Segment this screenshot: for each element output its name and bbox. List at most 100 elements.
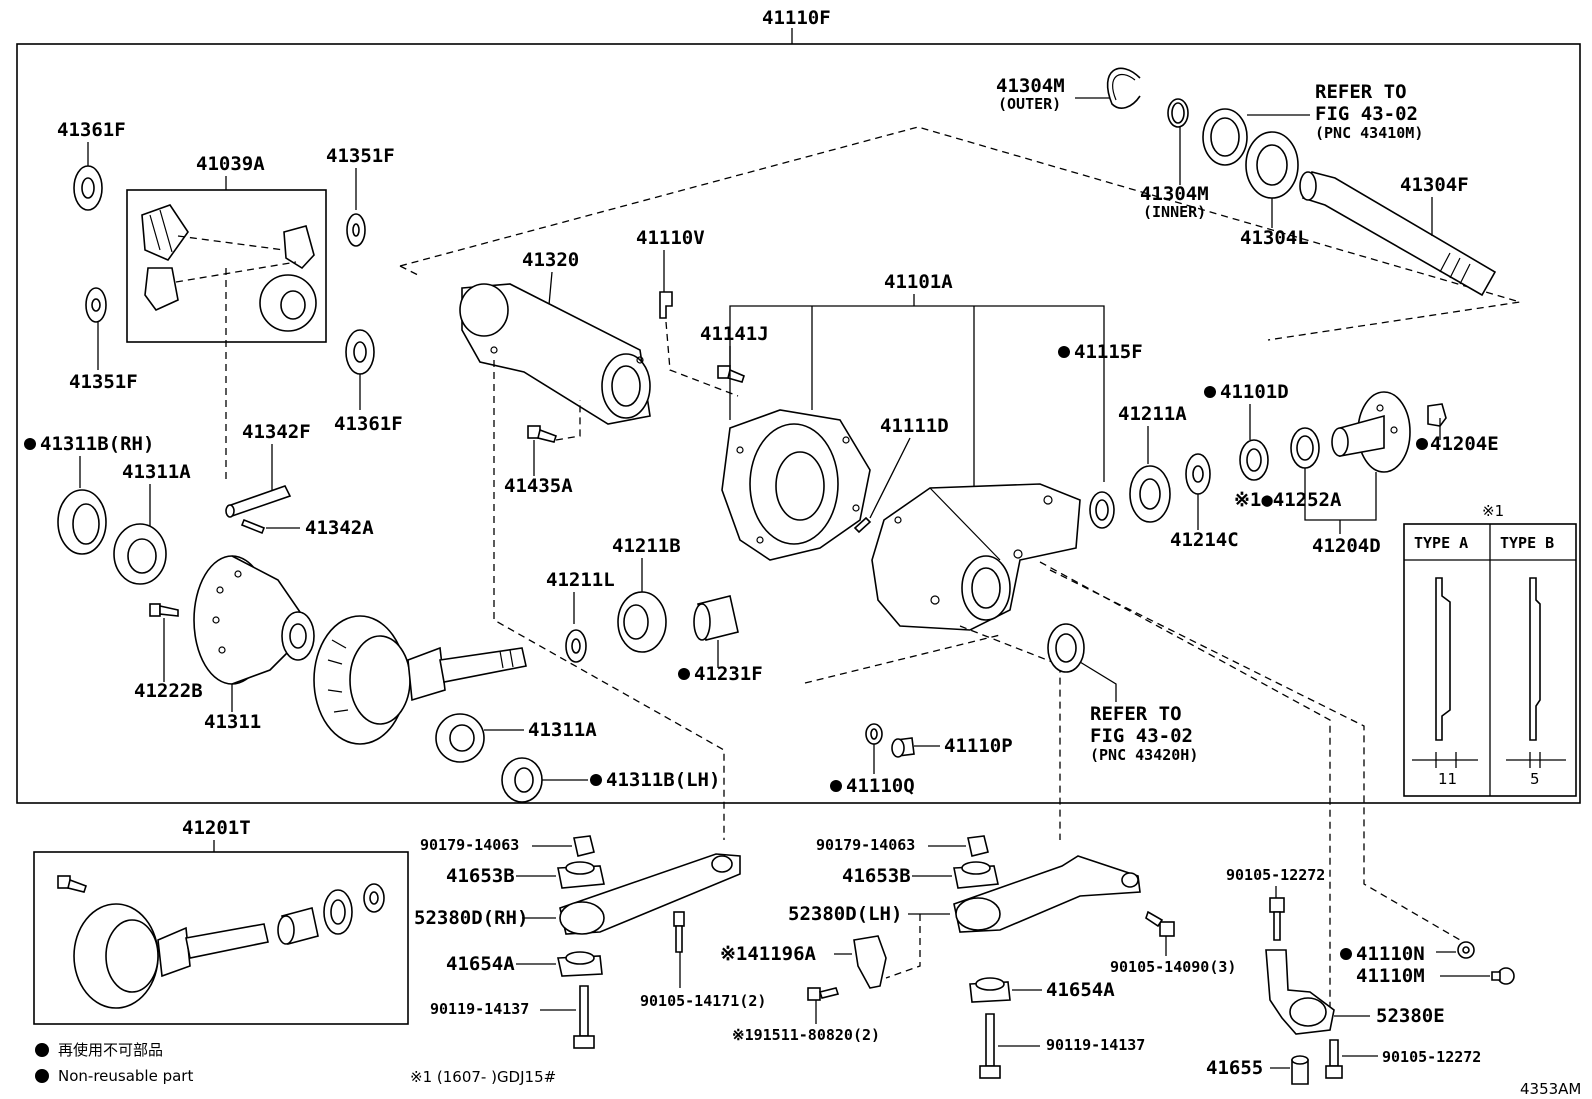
shim-41311B-rh[interactable] bbox=[57, 489, 107, 555]
label-41654A-left[interactable]: 41654A bbox=[446, 953, 515, 975]
label-41311A-bot[interactable]: 41311A bbox=[528, 719, 597, 741]
label-41342A[interactable]: 41342A bbox=[305, 517, 374, 539]
label-41204D[interactable]: 41204D bbox=[1312, 535, 1381, 557]
diff-case-41311[interactable] bbox=[193, 555, 315, 685]
plug-41110P[interactable] bbox=[891, 737, 915, 758]
thrust-washer-41361F-mid[interactable] bbox=[345, 329, 375, 375]
pin-41111D[interactable] bbox=[853, 516, 872, 534]
label-41304L[interactable]: 41304L bbox=[1240, 227, 1309, 249]
label-41304M-outer[interactable]: 41304M bbox=[996, 75, 1065, 97]
kit-ring-gear[interactable] bbox=[73, 903, 159, 1009]
label-90179-right[interactable]: 90179-14063 bbox=[816, 836, 915, 854]
label-41311B-lh[interactable]: 41311B(LH) bbox=[606, 769, 720, 791]
label-41110Q[interactable]: 41110Q bbox=[846, 775, 915, 797]
bolt-191511[interactable] bbox=[807, 987, 840, 1001]
label-41320[interactable]: 41320 bbox=[522, 249, 579, 271]
label-41231F[interactable]: 41231F bbox=[694, 663, 763, 685]
ring-gear[interactable] bbox=[313, 615, 411, 745]
label-90105-12272-top[interactable]: 90105-12272 bbox=[1226, 866, 1325, 884]
pinion-gear-2[interactable] bbox=[283, 225, 315, 270]
mount-bracket-52380D-rh[interactable] bbox=[559, 853, 741, 935]
nut-41110N[interactable] bbox=[1457, 941, 1475, 959]
drive-pinion[interactable] bbox=[407, 646, 527, 702]
label-41211L[interactable]: 41211L bbox=[546, 569, 615, 591]
label-41204E[interactable]: 41204E bbox=[1430, 433, 1499, 455]
pin-41342A[interactable] bbox=[240, 518, 266, 535]
nut-41204E[interactable] bbox=[1427, 403, 1447, 427]
label-41110M[interactable]: 41110M bbox=[1356, 965, 1425, 987]
label-41222B[interactable]: 41222B bbox=[134, 680, 203, 702]
label-41311B-rh[interactable]: 41311B(RH) bbox=[40, 433, 154, 455]
label-41101D[interactable]: 41101D bbox=[1220, 381, 1289, 403]
axle-shaft-41304F[interactable] bbox=[1299, 171, 1497, 297]
bolt-41222B[interactable] bbox=[149, 603, 179, 617]
nut-90179-right[interactable] bbox=[967, 835, 989, 857]
kit-bolt[interactable] bbox=[57, 875, 88, 893]
seal-41252A[interactable] bbox=[1290, 427, 1320, 469]
kit-seal[interactable] bbox=[323, 889, 353, 935]
label-41361F-mid[interactable]: 41361F bbox=[334, 413, 403, 435]
bearing-41211B[interactable] bbox=[617, 591, 667, 653]
bolt-41110M[interactable] bbox=[1491, 967, 1515, 985]
bolt-90119-left[interactable] bbox=[573, 985, 595, 1049]
refer-outer-line1[interactable]: REFER TO bbox=[1315, 81, 1407, 103]
kit-bearing[interactable] bbox=[277, 907, 319, 945]
label-41655[interactable]: 41655 bbox=[1206, 1057, 1263, 1079]
cushion-41654A-right[interactable] bbox=[969, 977, 1011, 1003]
thrust-washer-41351F-top[interactable] bbox=[346, 213, 366, 247]
label-52380D-lh[interactable]: 52380D(LH) bbox=[788, 903, 902, 925]
side-gear-2[interactable] bbox=[259, 274, 317, 332]
snap-ring-outer[interactable] bbox=[1106, 67, 1141, 109]
carrier-cover[interactable] bbox=[721, 409, 871, 561]
mount-52380E[interactable] bbox=[1265, 949, 1335, 1035]
bolt-90105-12272-top[interactable] bbox=[1269, 897, 1285, 941]
bolt-41141J[interactable] bbox=[717, 365, 745, 383]
cushion-41653B-left[interactable] bbox=[557, 861, 605, 889]
label-141196A[interactable]: ※141196A bbox=[720, 943, 817, 965]
refer-outer-line2[interactable]: FIG 43-02 bbox=[1315, 103, 1418, 125]
label-52380D-rh[interactable]: 52380D(RH) bbox=[414, 907, 528, 929]
washer-41211L[interactable] bbox=[565, 629, 587, 663]
label-41653B-left[interactable]: 41653B bbox=[446, 865, 515, 887]
refer-lower-line1[interactable]: REFER TO bbox=[1090, 703, 1182, 725]
bolt-90105-14090[interactable] bbox=[1145, 910, 1175, 937]
bearing-41311A-bot[interactable] bbox=[435, 713, 485, 763]
oil-seal-41115F[interactable] bbox=[1089, 491, 1115, 529]
oil-seal-41101D[interactable] bbox=[1239, 439, 1269, 481]
companion-flange-41204D[interactable] bbox=[1331, 391, 1411, 473]
label-41435A[interactable]: 41435A bbox=[504, 475, 573, 497]
label-41654A-right[interactable]: 41654A bbox=[1046, 979, 1115, 1001]
label-41351F-top[interactable]: 41351F bbox=[326, 145, 395, 167]
label-41311A-top[interactable]: 41311A bbox=[122, 461, 191, 483]
spacer-41214C[interactable] bbox=[1185, 453, 1211, 495]
label-90119-right[interactable]: 90119-14137 bbox=[1046, 1036, 1145, 1054]
label-41101A[interactable]: 41101A bbox=[884, 271, 953, 293]
bolt-90105-12272-bot[interactable] bbox=[1325, 1039, 1343, 1079]
carrier-41101A[interactable] bbox=[871, 483, 1081, 631]
label-41653B-right[interactable]: 41653B bbox=[842, 865, 911, 887]
label-41304F[interactable]: 41304F bbox=[1400, 174, 1469, 196]
spacer-41231F[interactable] bbox=[693, 595, 739, 641]
thrust-washer-41351F-bot[interactable] bbox=[85, 287, 107, 323]
cushion-41653B-right[interactable] bbox=[953, 861, 999, 889]
label-90105-14090[interactable]: 90105-14090(3) bbox=[1110, 958, 1236, 976]
label-41342F[interactable]: 41342F bbox=[242, 421, 311, 443]
label-41201T[interactable]: 41201T bbox=[182, 817, 251, 839]
bearing-41211A[interactable] bbox=[1129, 465, 1171, 523]
label-41211B[interactable]: 41211B bbox=[612, 535, 681, 557]
shim-41311B-lh[interactable] bbox=[501, 757, 543, 803]
bearing-41304L[interactable] bbox=[1245, 131, 1299, 199]
mount-bracket-52380D-lh[interactable] bbox=[953, 855, 1141, 933]
label-90105-12272-bot[interactable]: 90105-12272 bbox=[1382, 1048, 1481, 1066]
bolt-90119-right[interactable] bbox=[979, 1013, 1001, 1079]
label-41115F[interactable]: 41115F bbox=[1074, 341, 1143, 363]
oil-seal-outer[interactable] bbox=[1202, 108, 1248, 166]
label-41110P[interactable]: 41110P bbox=[944, 735, 1013, 757]
label-41110V[interactable]: 41110V bbox=[636, 227, 705, 249]
label-41361F-top[interactable]: 41361F bbox=[57, 119, 126, 141]
label-41111D[interactable]: 41111D bbox=[880, 415, 949, 437]
snap-ring-inner[interactable] bbox=[1167, 98, 1189, 128]
label-41311[interactable]: 41311 bbox=[204, 711, 261, 733]
kit-nut[interactable] bbox=[363, 883, 385, 913]
bolt-90105-14171[interactable] bbox=[673, 911, 685, 953]
